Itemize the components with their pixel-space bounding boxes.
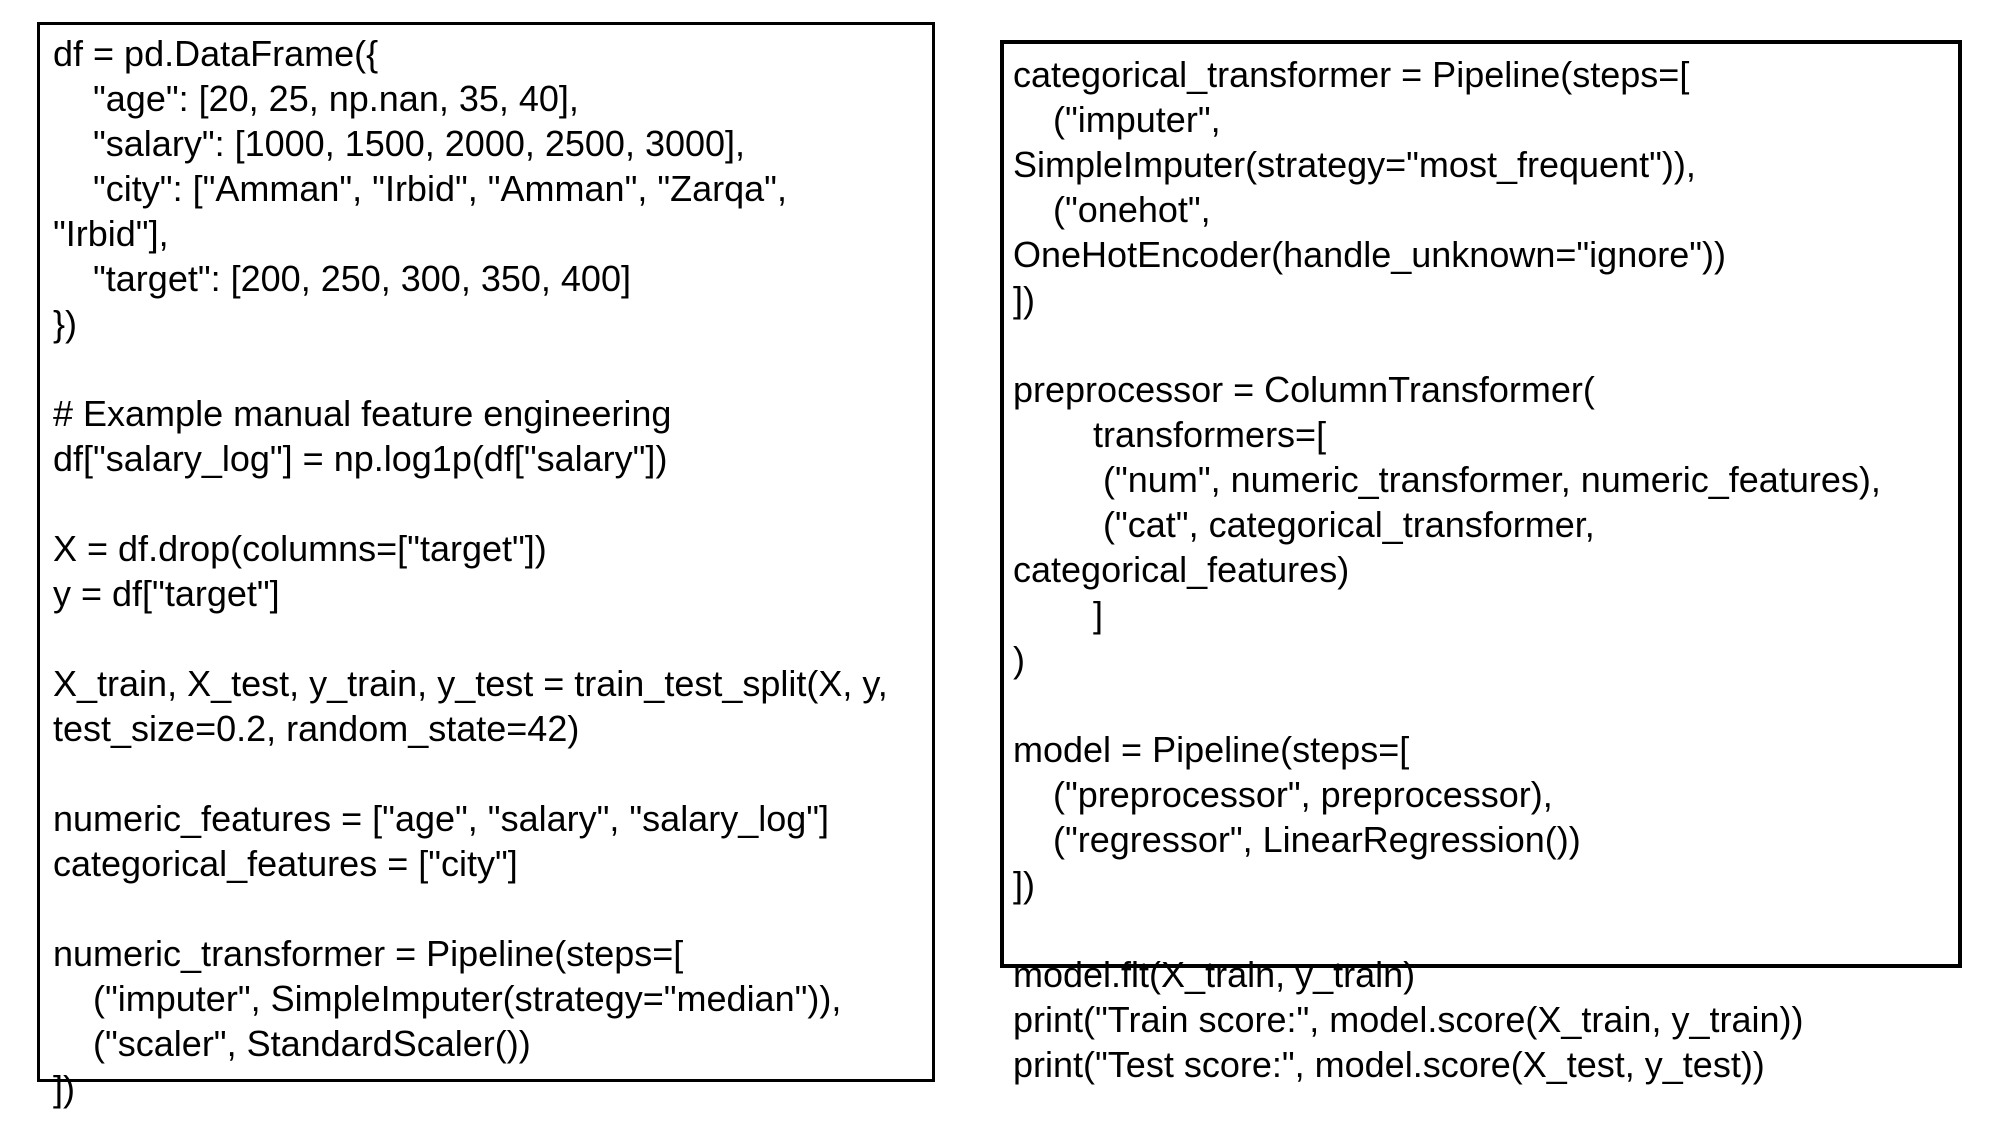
code-box-left: df = pd.DataFrame({ "age": [20, 25, np.n… bbox=[37, 22, 935, 1109]
code-box-right: categorical_transformer = Pipeline(steps… bbox=[1000, 40, 1962, 1085]
code-text-right: categorical_transformer = Pipeline(steps… bbox=[1013, 54, 1881, 1085]
code-text-left: df = pd.DataFrame({ "age": [20, 25, np.n… bbox=[53, 33, 888, 1109]
